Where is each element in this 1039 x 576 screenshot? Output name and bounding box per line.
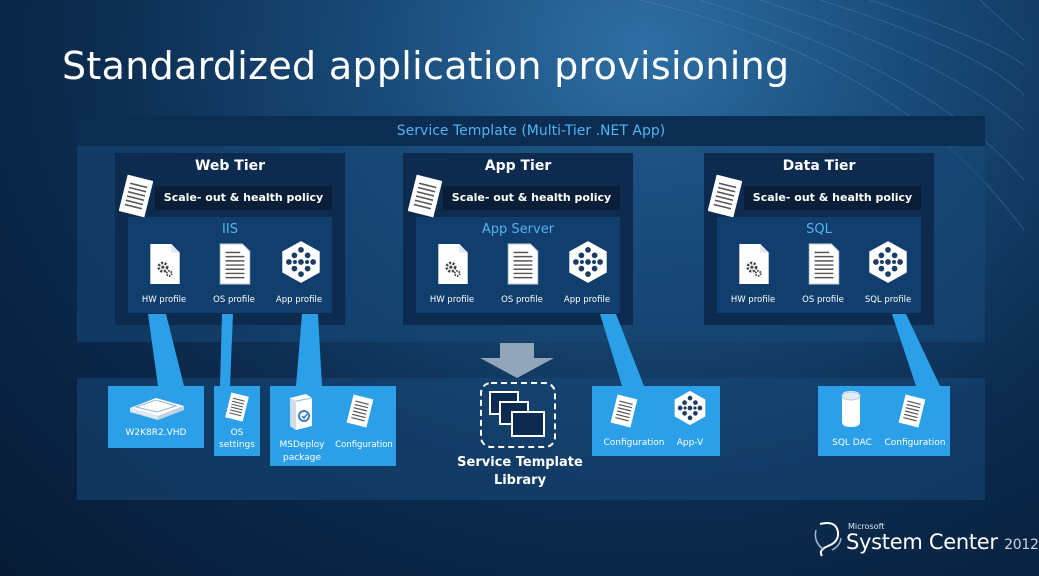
item-label: App profile (275, 295, 323, 305)
item-label: HW profile (730, 295, 776, 305)
appv-label: App-V (676, 438, 704, 448)
document-icon (224, 392, 250, 422)
msdeploy-label-line1: MSDeploy (279, 440, 325, 450)
scale-policy: Scale- out & health policy (155, 186, 332, 210)
library-title-line2: Library (493, 473, 547, 488)
item-label: OS profile (802, 295, 844, 305)
item-label: OS profile (501, 295, 543, 305)
brand-company: Microsoft (848, 522, 885, 531)
server-title: App Server (481, 222, 555, 237)
item-label: HW profile (429, 295, 475, 305)
document-icon (610, 394, 638, 428)
configuration-label: Configuration (603, 438, 665, 448)
document-icon (346, 394, 374, 428)
vhd-label: W2K8R2.VHD (125, 428, 187, 438)
service-template-header-bar (77, 116, 985, 146)
library-title-line1: Service Template (457, 455, 583, 470)
server-icon (130, 398, 184, 420)
brand-product-name: System Center (846, 530, 998, 554)
server-title: SQL (806, 222, 832, 237)
msdeploy-label-line2: package (283, 453, 321, 463)
database-icon (841, 391, 861, 427)
scale-policy: Scale- out & health policy (443, 186, 620, 210)
scale-policy: Scale- out & health policy (744, 186, 921, 210)
configuration-label: Configuration (335, 440, 393, 450)
server-title: IIS (222, 222, 238, 237)
document-icon (898, 394, 926, 428)
item-label: OS profile (213, 295, 255, 305)
sql-config-card (818, 386, 950, 456)
configuration-label: Configuration (884, 438, 946, 448)
os-settings-label-line1: OS (230, 428, 244, 438)
brand-year: 2012 (1004, 537, 1039, 553)
system-center-logo-icon (814, 522, 842, 557)
os-settings-label-line2: settings (219, 440, 255, 450)
item-label: App profile (563, 295, 611, 305)
stacked-windows-icon (480, 382, 556, 448)
hexagon-cluster-icon (672, 390, 708, 426)
package-icon (290, 394, 313, 430)
tier-title: App Tier (484, 158, 552, 174)
tier-title: Data Tier (782, 158, 856, 174)
brand-product: System Center 2012 (846, 530, 1039, 554)
item-label: SQL profile (864, 295, 912, 305)
tier-title: Web Tier (194, 158, 266, 174)
slide-title: Standardized application provisioning (62, 44, 790, 88)
service-template-header: Service Template (Multi-Tier .NET App) (396, 123, 666, 139)
item-label: HW profile (141, 295, 187, 305)
sqldac-label: SQL DAC (832, 438, 872, 448)
